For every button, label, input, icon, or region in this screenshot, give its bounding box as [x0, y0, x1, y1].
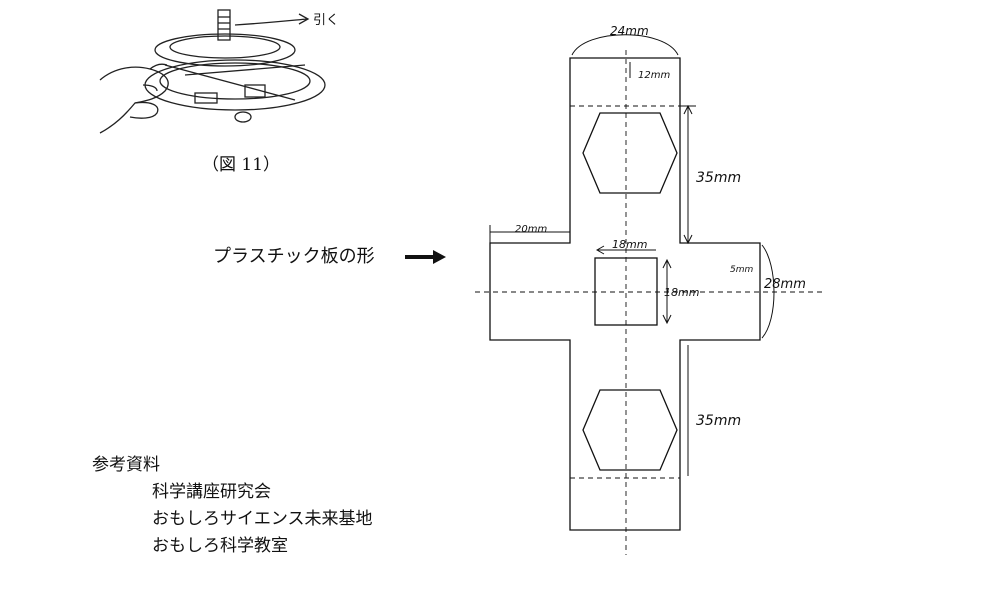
dim-center-height: 18mm	[664, 286, 699, 299]
dim-arm-length: 20mm	[515, 224, 547, 235]
plate-outline	[489, 57, 761, 531]
reference-item: 科学講座研究会	[152, 482, 271, 502]
references-section: 参考資料 科学講座研究会 おもしろサイエンス未来基地 おもしろ科学教室	[92, 452, 373, 560]
upper-hexagon	[582, 112, 678, 194]
pull-label: 引く	[313, 13, 339, 28]
reference-item: おもしろサイエンス未来基地	[152, 509, 373, 529]
right-arrow-icon	[405, 250, 446, 264]
dim-top-margin: 12mm	[638, 70, 670, 81]
reference-item: おもしろ科学教室	[152, 536, 288, 556]
plastic-plate-diagram: 24mm 12mm 35mm 20mm 18mm 18mm 5mm 28mm 3…	[475, 24, 825, 555]
plate-shape-label: プラスチック板の形	[213, 246, 375, 267]
dim-center-width: 18mm	[612, 238, 647, 251]
dim-top-width: 24mm	[610, 24, 649, 38]
figure-caption: （図 11）	[202, 155, 281, 175]
dim-upper-hex-gap: 35mm	[696, 170, 741, 186]
lower-hexagon	[582, 389, 678, 471]
dim-lower-hex-gap: 35mm	[696, 413, 741, 429]
hand-sketch-illustration: 引く	[99, 9, 339, 134]
references-heading: 参考資料	[92, 455, 160, 475]
dim-arm-height: 28mm	[764, 277, 806, 292]
dim-arm-short: 5mm	[730, 265, 753, 275]
